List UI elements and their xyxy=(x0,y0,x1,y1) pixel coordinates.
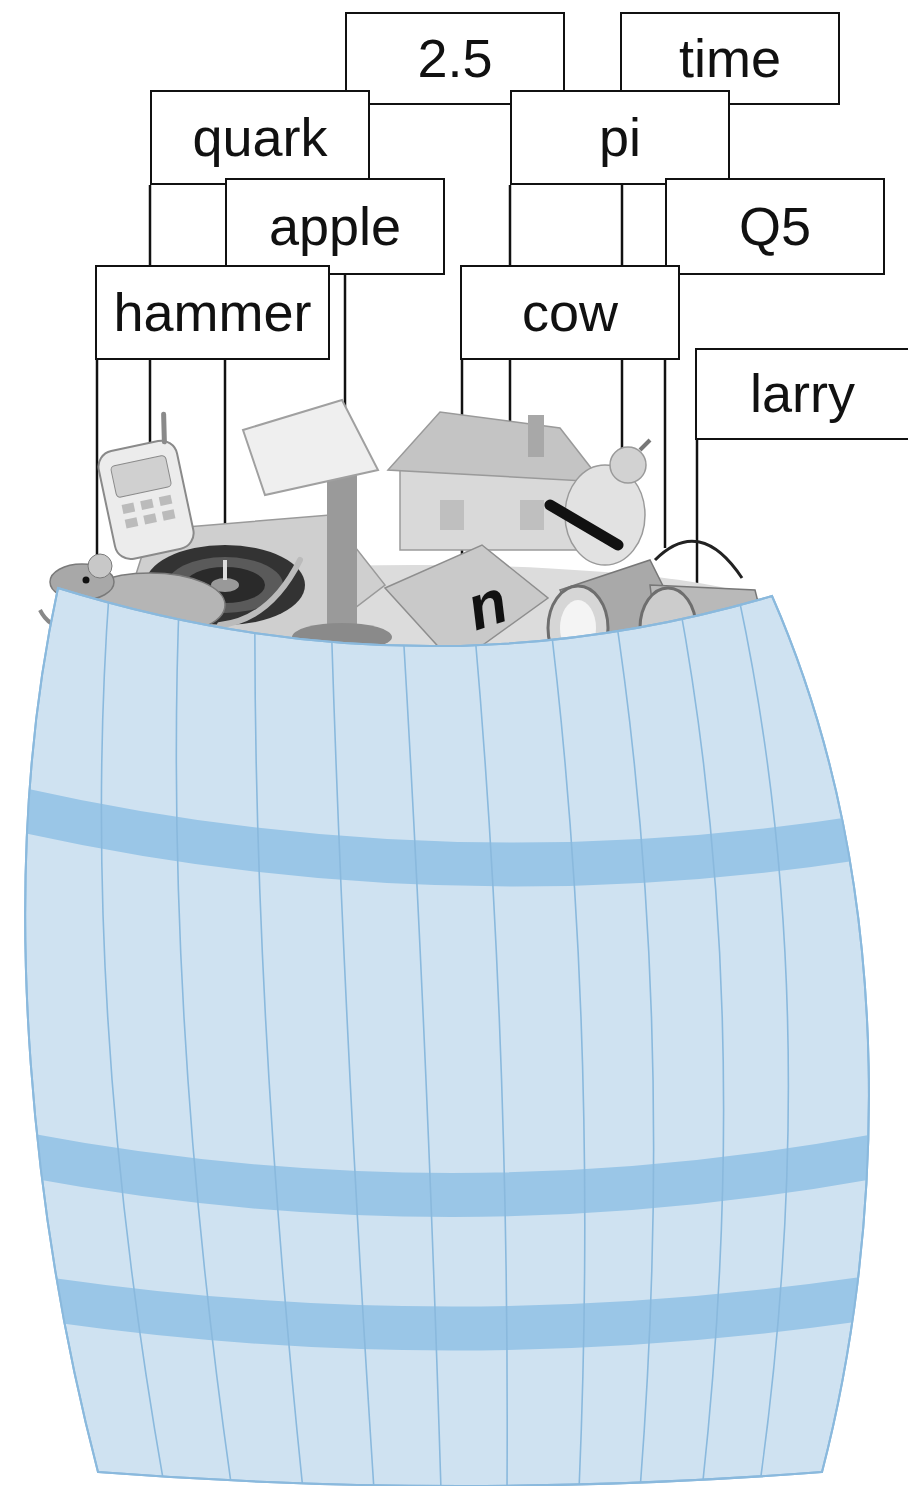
label-box: pi xyxy=(510,90,730,185)
label-text: cow xyxy=(522,283,618,342)
barrel-body xyxy=(25,588,869,1486)
barrel xyxy=(0,580,908,1486)
barrel-stave xyxy=(610,580,654,1486)
label-text: apple xyxy=(269,197,401,256)
barrel-stave xyxy=(400,580,441,1486)
label-box: hammer xyxy=(95,265,330,360)
leader-line xyxy=(509,185,512,265)
barrel-band xyxy=(0,1150,908,1195)
robot-object xyxy=(565,440,650,565)
phone-object xyxy=(90,413,196,562)
stick-object xyxy=(550,505,618,545)
label-text: Q5 xyxy=(739,197,811,256)
lamp-object xyxy=(243,400,392,651)
leader-line xyxy=(621,185,624,265)
label-text: quark xyxy=(192,108,327,167)
leader-line xyxy=(224,360,227,545)
leader-line xyxy=(149,185,152,265)
barrel-stave xyxy=(255,580,303,1486)
label-box: cow xyxy=(460,265,680,360)
label-box: quark xyxy=(150,90,370,185)
leader-line xyxy=(149,360,152,455)
label-text: hammer xyxy=(113,283,311,342)
label-text: time xyxy=(679,29,781,88)
label-box: Q5 xyxy=(665,178,885,275)
barrel-stave xyxy=(675,580,724,1486)
barrel-stave xyxy=(330,580,374,1486)
label-text: larry xyxy=(750,364,855,423)
barrel-stave xyxy=(735,580,788,1486)
leader-line xyxy=(344,275,347,415)
label-text: 2.5 xyxy=(417,29,492,88)
label-box: apple xyxy=(225,178,445,275)
barrel-stave xyxy=(101,580,165,1486)
barrel-stave xyxy=(176,580,232,1486)
leader-line xyxy=(621,360,624,458)
barrel-band xyxy=(0,805,908,865)
label-text: pi xyxy=(599,108,641,167)
barrel-staves xyxy=(0,580,908,1486)
barrel-stave xyxy=(545,580,585,1486)
label-box: larry xyxy=(695,348,908,440)
barrel-stave xyxy=(470,580,507,1486)
barrel-outline xyxy=(25,588,869,1486)
